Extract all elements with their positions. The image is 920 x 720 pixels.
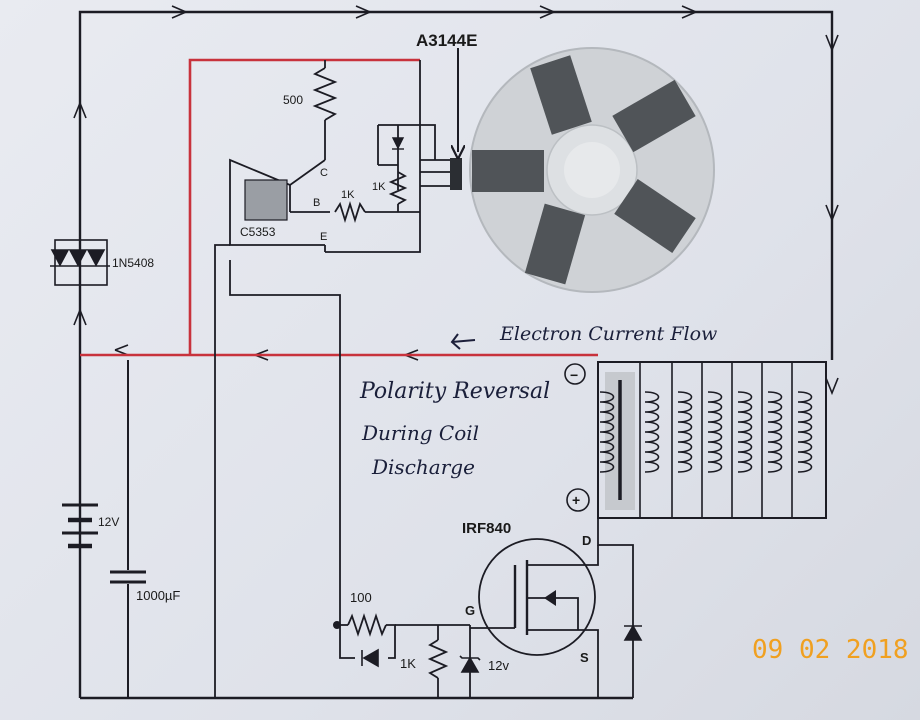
capacitor-label: 1000µF xyxy=(136,588,180,603)
capacitor-icon xyxy=(110,360,146,698)
sensor-label: A3144E xyxy=(416,31,477,50)
magnet-5 xyxy=(614,179,696,253)
r-sensor-label: 1K xyxy=(372,181,386,193)
coil-plus-label: + xyxy=(572,492,580,508)
coil-minus-label: − xyxy=(570,367,578,383)
polarity-annotation-line3: Discharge xyxy=(371,455,475,479)
transistor-label: C5353 xyxy=(240,225,276,239)
flow-arrow-icon xyxy=(450,333,476,350)
pin-d-label: D xyxy=(582,533,591,548)
mosfet-wiring xyxy=(339,518,634,698)
current-arrow-markers xyxy=(73,5,839,396)
r-pulldown-label: 1K xyxy=(400,656,416,671)
zener-icon xyxy=(459,655,481,673)
pin-b-label: B xyxy=(313,197,320,209)
r-gate-label: 100 xyxy=(350,590,372,605)
pin-e-label: E xyxy=(320,231,327,243)
magnet-4 xyxy=(524,203,586,285)
magnet-2 xyxy=(612,79,696,153)
battery-icon xyxy=(62,503,98,549)
junction-dot xyxy=(333,621,341,629)
mosfet-arrow xyxy=(544,590,556,606)
led-icon xyxy=(391,137,405,150)
battery-label: 12V xyxy=(98,515,119,529)
outer-loop-wire xyxy=(78,10,834,700)
zener-label: 12v xyxy=(488,658,509,673)
transistor-package xyxy=(244,179,288,221)
photo-timestamp: 09 02 2018 xyxy=(752,635,909,665)
coil-minus-marker xyxy=(564,363,586,385)
rotor-wheel xyxy=(469,47,715,293)
freewheel-diode-icon xyxy=(623,624,643,641)
hall-sensor xyxy=(450,158,462,190)
coil-plus-marker xyxy=(566,488,590,512)
pin-g-label: G xyxy=(465,603,475,618)
diode-stack xyxy=(50,239,110,286)
magnet-3 xyxy=(472,150,544,192)
coil-bank xyxy=(564,361,827,519)
polarity-annotation-line1: Polarity Reversal xyxy=(359,379,550,404)
r-base-label: 1K xyxy=(341,189,355,201)
gate-diode-icon xyxy=(361,648,379,668)
pin-c-label: C xyxy=(320,167,328,179)
diode-label: 1N5408 xyxy=(112,256,154,270)
r-top-label: 500 xyxy=(283,93,303,107)
pin-s-label: S xyxy=(580,650,589,665)
mosfet-label: IRF840 xyxy=(462,520,511,537)
driver-wiring xyxy=(214,60,450,698)
magnet-1 xyxy=(530,55,592,135)
polarity-annotation-line2: During Coil xyxy=(361,421,479,445)
electron-flow-annotation: Electron Current Flow xyxy=(499,323,717,345)
red-wire xyxy=(80,58,598,357)
